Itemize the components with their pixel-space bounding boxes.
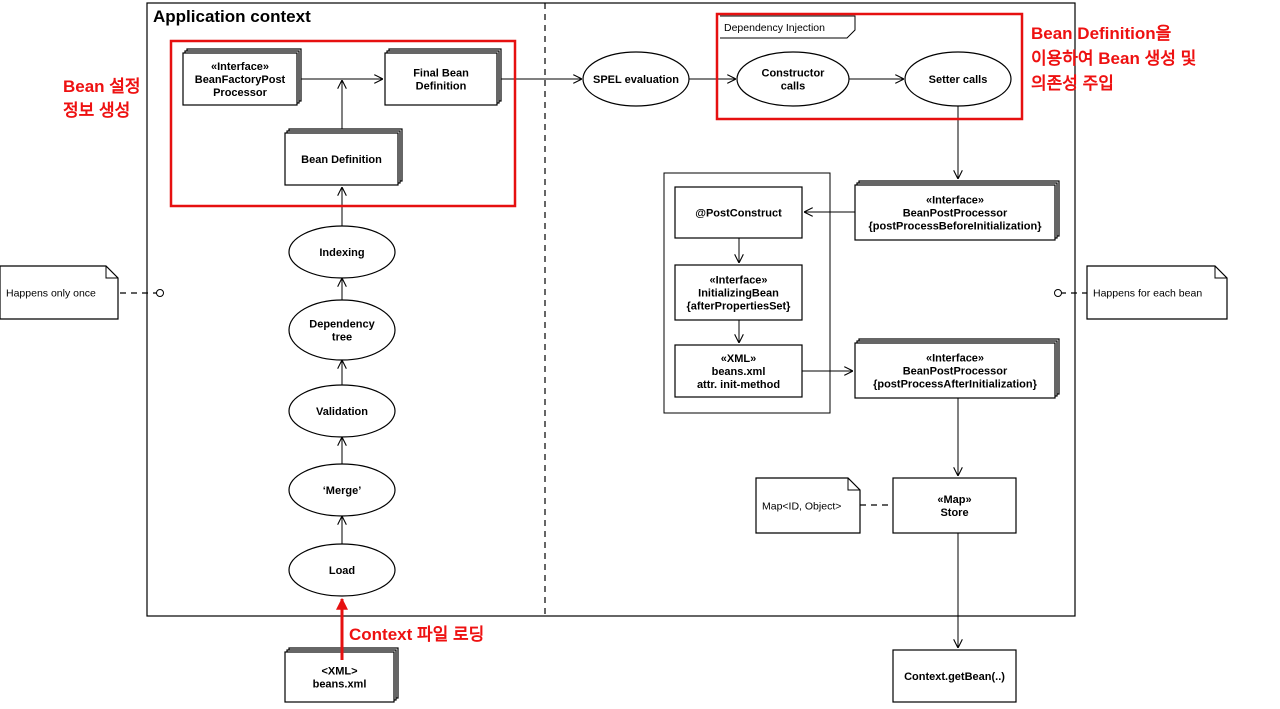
bfpp-label-2: BeanFactoryPost xyxy=(195,74,286,86)
init-bean-label-2: InitializingBean xyxy=(698,288,779,300)
once-note-text: Happens only once xyxy=(6,288,96,300)
context-load-annotation: Context 파일 로딩 xyxy=(349,625,484,644)
xml-init-label-2: beans.xml xyxy=(712,366,766,378)
bean-config-annotation-line-2: 정보 생성 xyxy=(63,101,130,120)
bpp-before-label-2: BeanPostProcessor xyxy=(903,208,1008,220)
each-note-anchor xyxy=(1054,289,1062,297)
bpp-after-label-3: {postProcessAfterInitialization} xyxy=(873,379,1038,391)
init-bean-node: «Interface»InitializingBean{afterPropert… xyxy=(674,264,803,321)
dependency-injection-label: Dependency Injection xyxy=(724,22,825,34)
edges xyxy=(120,79,1087,648)
bpp-before-label-1: «Interface» xyxy=(926,195,984,207)
get-bean-node: Context.getBean(..) xyxy=(892,649,1017,703)
bfpp-label-1: «Interface» xyxy=(211,61,269,73)
beans-xml-src-label-1: <XML> xyxy=(321,666,357,678)
map-note-text: Map<ID, Object> xyxy=(762,501,841,513)
dependency-injection-highlight xyxy=(715,12,1024,121)
dep-tree-label-1: Dependency xyxy=(309,319,375,331)
post-construct-label-1: @PostConstruct xyxy=(695,208,782,220)
store-label-1: «Map» xyxy=(937,494,971,506)
spel-node: SPEL evaluation xyxy=(582,51,690,107)
bpp-after-label-2: BeanPostProcessor xyxy=(903,366,1008,378)
application-context-frame xyxy=(146,2,1076,617)
once-note: Happens only once xyxy=(0,265,119,320)
each-note-text: Happens for each bean xyxy=(1093,288,1202,300)
validation-node: Validation xyxy=(288,384,396,438)
setter-label-1: Setter calls xyxy=(929,74,988,86)
bean-create-annotation-line-2: 이용하여 Bean 생성 및 xyxy=(1031,49,1196,68)
bpp-after-node: «Interface»BeanPostProcessor{postProcess… xyxy=(854,338,1060,399)
post-construct-node: @PostConstruct xyxy=(674,186,803,239)
map-note: Map<ID, Object> xyxy=(755,477,861,534)
store-node: «Map»Store xyxy=(892,477,1017,534)
merge-label-1: ‘Merge’ xyxy=(323,485,362,497)
once-note-anchor xyxy=(156,289,164,297)
get-bean-label-1: Context.getBean(..) xyxy=(904,671,1005,683)
init-methods-container xyxy=(663,172,831,414)
constructor-label-2: calls xyxy=(781,81,805,93)
indexing-label-1: Indexing xyxy=(319,247,364,259)
dependency-injection-frame-tab xyxy=(720,15,856,39)
final-bean-def-label-2: Definition xyxy=(416,81,467,93)
load-label-1: Load xyxy=(329,565,355,577)
beans-xml-src-label-2: beans.xml xyxy=(313,679,367,691)
spel-label-1: SPEL evaluation xyxy=(593,74,679,86)
bean-config-highlight xyxy=(169,39,517,208)
final-bean-def-label-1: Final Bean xyxy=(413,68,469,80)
xml-init-label-3: attr. init-method xyxy=(697,379,780,391)
load-node: Load xyxy=(288,543,396,597)
setter-node: Setter calls xyxy=(904,51,1012,107)
init-bean-label-3: {afterPropertiesSet} xyxy=(687,301,792,313)
indexing-node: Indexing xyxy=(288,225,396,279)
nodes: «Interface»BeanFactoryPostProcessorFinal… xyxy=(0,48,1228,703)
each-note: Happens for each bean xyxy=(1086,265,1228,320)
constructor-label-1: Constructor xyxy=(762,68,826,80)
bpp-before-node: «Interface»BeanPostProcessor{postProcess… xyxy=(854,180,1060,241)
dep-tree-label-2: tree xyxy=(332,332,352,344)
application-context-title: Application context xyxy=(153,7,311,26)
validation-label-1: Validation xyxy=(316,406,368,418)
bfpp-label-3: Processor xyxy=(213,87,268,99)
store-label-2: Store xyxy=(940,507,968,519)
merge-node: ‘Merge’ xyxy=(288,463,396,517)
bean-def-node: Bean Definition xyxy=(284,128,403,186)
bpp-after-label-1: «Interface» xyxy=(926,353,984,365)
bean-create-annotation-line-3: 의존성 주입 xyxy=(1031,74,1114,93)
init-bean-label-1: «Interface» xyxy=(709,275,767,287)
bpp-before-label-3: {postProcessBeforeInitialization} xyxy=(869,221,1043,233)
bean-def-label-1: Bean Definition xyxy=(301,154,382,166)
xml-init-label-1: «XML» xyxy=(721,353,756,365)
bean-config-annotation-line-1: Bean 설정 xyxy=(63,77,141,96)
bean-create-annotation-line-1: Bean Definition을 xyxy=(1031,24,1172,43)
